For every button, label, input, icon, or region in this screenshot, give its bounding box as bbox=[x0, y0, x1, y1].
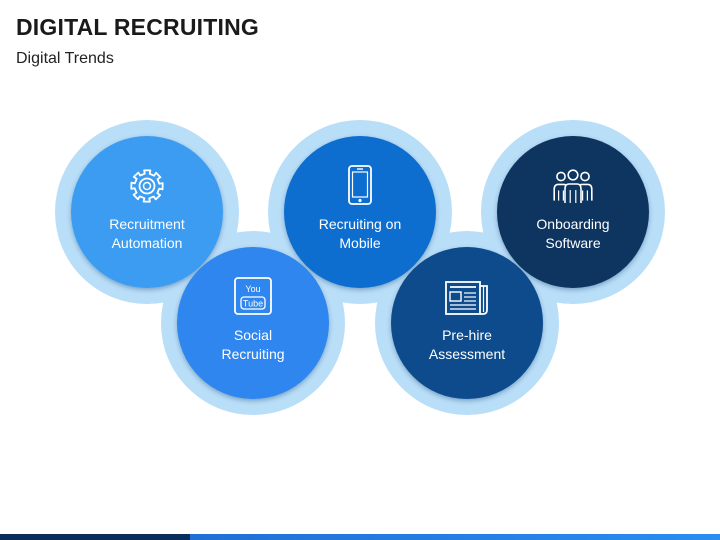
disc-recruitment-automation bbox=[71, 136, 223, 288]
footer-bar-dark bbox=[0, 534, 190, 540]
disc-pre-hire-assessment bbox=[391, 247, 543, 399]
label-recruiting-on-mobile-line-1: Recruiting on bbox=[319, 216, 402, 232]
label-social-recruiting-line-1: Social bbox=[234, 327, 272, 343]
label-social-recruiting-line-2: Recruiting bbox=[221, 346, 284, 362]
gear-icon bbox=[130, 169, 164, 203]
mobile-phone-icon bbox=[348, 165, 372, 205]
newspaper-icon bbox=[445, 281, 488, 315]
label-recruiting-on-mobile-line-2: Mobile bbox=[339, 235, 380, 251]
label-onboarding-software-line-1: Onboarding bbox=[536, 216, 609, 232]
disc-social-recruiting bbox=[177, 247, 329, 399]
node-discs bbox=[71, 136, 649, 399]
label-pre-hire-assessment-line-1: Pre-hire bbox=[442, 327, 492, 343]
page-subtitle: Digital Trends bbox=[16, 50, 114, 67]
label-onboarding-software-line-2: Software bbox=[545, 235, 600, 251]
youtube-icon-text-you: You bbox=[245, 284, 260, 294]
youtube-icon-text-tube: Tube bbox=[243, 299, 263, 309]
label-recruitment-automation-line-2: Automation bbox=[112, 235, 183, 251]
disc-recruiting-on-mobile bbox=[284, 136, 436, 288]
label-pre-hire-assessment-line-2: Assessment bbox=[429, 346, 505, 362]
disc-onboarding-software bbox=[497, 136, 649, 288]
footer-bar-light bbox=[190, 534, 720, 540]
page-title: DIGITAL RECRUITING bbox=[16, 14, 259, 40]
people-group-icon bbox=[553, 169, 593, 203]
footer-bar bbox=[0, 534, 720, 540]
label-recruitment-automation-line-1: Recruitment bbox=[109, 216, 185, 232]
